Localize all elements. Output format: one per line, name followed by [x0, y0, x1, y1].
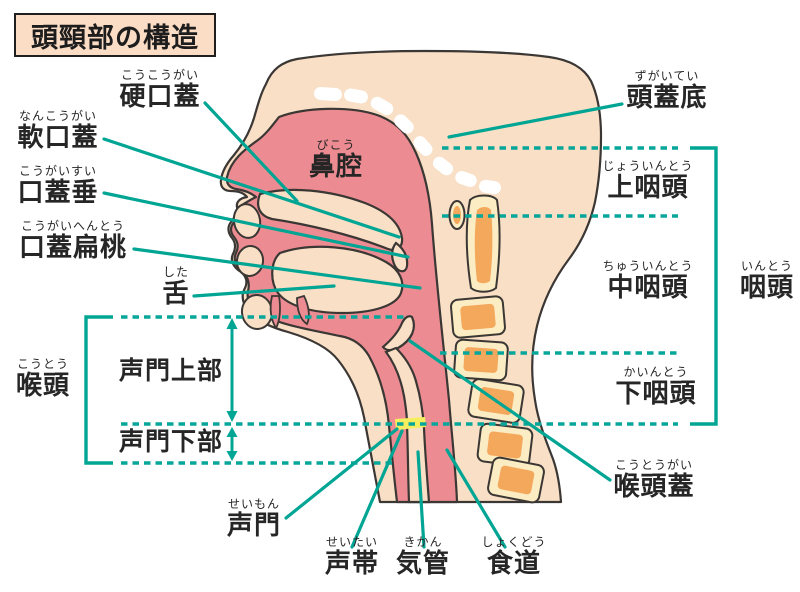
label-tongue-text: 舌: [162, 279, 190, 309]
label-trachea-text: 気管: [395, 549, 451, 579]
label-trachea: きかん 気管: [396, 536, 450, 577]
range-arrows: [226, 318, 238, 461]
label-uvula-text: 口蓋垂: [17, 178, 99, 208]
label-soft-palate-text: 軟口蓋: [17, 123, 99, 153]
label-hypopharynx: かいんとう 下咽頭: [615, 366, 696, 407]
label-tongue: した 舌: [162, 266, 189, 307]
label-skull-base-text: 頭蓋底: [626, 83, 708, 113]
vertebra: [487, 456, 545, 504]
label-uvula-furigana: こうがいすい: [18, 164, 98, 178]
label-nasopharynx-text: 上咽頭: [607, 173, 689, 203]
leader-epiglottis: [408, 339, 612, 482]
leader-tonsil: [132, 247, 422, 290]
label-pharynx-text: 咽頭: [739, 273, 795, 303]
label-pharynx: いんとう 咽頭: [740, 260, 794, 301]
label-hard-palate: こうこうがい 硬口蓋: [119, 69, 200, 110]
leader-uvula: [102, 191, 410, 259]
vertebra: [453, 338, 509, 382]
epiglottis-shape: [381, 315, 415, 352]
skull-base-arc: [314, 86, 501, 195]
label-nasal-cavity-text: 鼻腔: [308, 152, 364, 182]
label-supraglottis-text: 声門上部: [118, 356, 224, 385]
leader-hard-palate: [203, 101, 299, 203]
label-soft-palate: なんこうがい 軟口蓋: [17, 110, 98, 151]
label-hypopharynx-furigana: かいんとう: [623, 365, 689, 379]
leader-lines: [102, 101, 624, 549]
label-hard-palate-furigana: こうこうがい: [120, 68, 200, 82]
label-glottis: せいもん 声門: [227, 498, 281, 539]
diagram-title-text: 頭頸部の構造: [31, 22, 199, 54]
label-tonsil-text: 口蓋扁桃: [18, 233, 128, 263]
leader-glottis: [284, 427, 399, 520]
leader-tongue: [192, 284, 336, 298]
label-hard-palate-text: 硬口蓋: [119, 82, 201, 112]
label-nasal-cavity-furigana: びこう: [316, 138, 356, 152]
label-soft-palate-furigana: なんこうがい: [18, 109, 98, 123]
larynx-bracket: [84, 315, 113, 465]
label-tonsil-furigana: こうがいへんとう: [20, 219, 126, 233]
label-oropharynx-furigana: ちゅういんとう: [602, 259, 694, 273]
leader-skull-base: [447, 102, 624, 139]
lips-and-chin: [232, 203, 274, 330]
label-esophagus: しょくどう 食道: [481, 536, 546, 577]
label-esophagus-text: 食道: [486, 549, 542, 579]
group-brackets: [84, 146, 718, 465]
label-nasopharynx: じょういんとう 上咽頭: [602, 160, 693, 201]
label-tonsil: こうがいへんとう 口蓋扁桃: [19, 220, 127, 261]
label-larynx-furigana: こうとう: [16, 357, 70, 371]
label-glottis-text: 声門: [226, 511, 282, 541]
label-uvula: こうがいすい 口蓋垂: [17, 165, 98, 206]
label-larynx-text: 喉頭: [15, 371, 71, 401]
upper-lip: [232, 203, 262, 239]
label-skull-base-furigana: ずがいてい: [634, 69, 700, 83]
lower-lip: [235, 245, 265, 277]
diagram-title: 頭頸部の構造: [14, 13, 216, 57]
label-esophagus-furigana: しょくどう: [481, 535, 547, 549]
label-pharynx-furigana: いんとう: [740, 259, 794, 273]
label-hypopharynx-text: 下咽頭: [615, 379, 697, 409]
label-vocal-cords-text: 声帯: [324, 549, 380, 579]
label-epiglottis-text: 喉頭蓋: [613, 472, 695, 502]
label-nasopharynx-furigana: じょういんとう: [602, 159, 694, 173]
leader-vocal-cords: [350, 429, 404, 549]
leader-esophagus: [445, 448, 507, 549]
label-vocal-cords: せいたい 声帯: [325, 536, 379, 577]
label-oropharynx: ちゅういんとう 中咽頭: [602, 260, 693, 301]
label-skull-base: ずがいてい 頭蓋底: [626, 70, 707, 111]
label-oropharynx-text: 中咽頭: [607, 273, 689, 303]
label-subglottis-text: 声門下部: [118, 427, 224, 456]
label-epiglottis: こうとうがい 喉頭蓋: [613, 459, 694, 500]
label-vocal-cords-furigana: せいたい: [325, 535, 379, 549]
vertebra: [450, 295, 506, 339]
label-tongue-furigana: した: [162, 265, 190, 279]
label-nasal-cavity: びこう 鼻腔: [309, 139, 363, 180]
pharynx-bracket: [690, 146, 718, 426]
label-larynx: こうとう 喉頭: [16, 358, 70, 399]
label-glottis-furigana: せいもん: [227, 497, 281, 511]
label-subglottis: 声門下部: [119, 429, 223, 454]
leader-trachea: [416, 450, 426, 549]
label-epiglottis-furigana: こうとうがい: [614, 458, 694, 472]
leader-soft-palate: [102, 137, 401, 239]
label-trachea-furigana: きかん: [403, 535, 443, 549]
boundary-dotted-lines: [121, 146, 678, 465]
label-supraglottis: 声門上部: [119, 358, 223, 383]
